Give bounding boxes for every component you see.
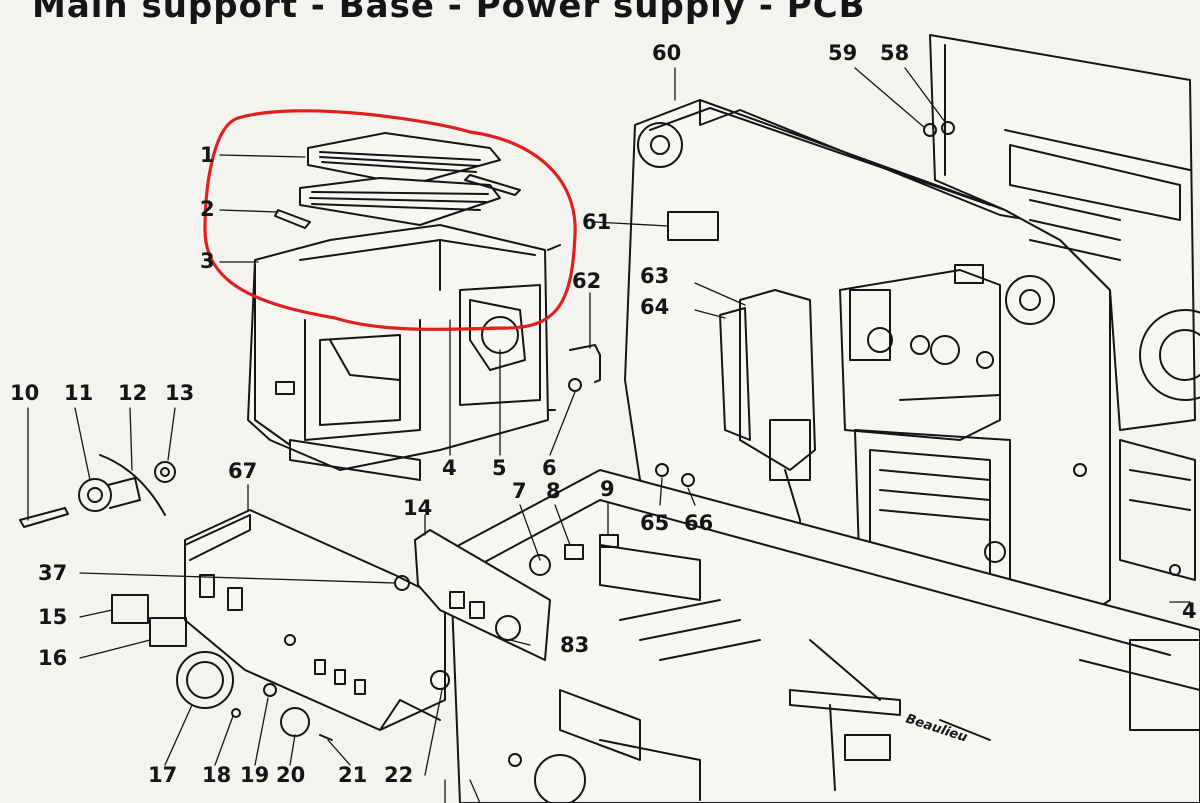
callout-9: 9: [600, 477, 615, 501]
callout-22: 22: [384, 763, 413, 787]
callout-66: 66: [684, 511, 713, 535]
callout-4-partial: 4: [1182, 599, 1197, 623]
callout-6: 6: [542, 456, 557, 480]
callout-2: 2: [200, 197, 215, 221]
reel-arm-assembly: [929, 34, 1200, 581]
callout-21: 21: [338, 763, 367, 787]
callout-59: 59: [828, 41, 857, 65]
leader-lines: [27, 67, 1191, 803]
callout-62: 62: [572, 269, 601, 293]
callout-63: 63: [640, 264, 669, 288]
heat-sink-assembly: [274, 132, 521, 229]
callout-58: 58: [880, 41, 909, 65]
callout-18: 18: [202, 763, 231, 787]
callout-7: 7: [512, 479, 527, 503]
power-supply-frame: [247, 224, 561, 481]
callout-17: 17: [148, 763, 177, 787]
callout-12: 12: [118, 381, 147, 405]
callout-4: 4: [442, 456, 457, 480]
callout-11: 11: [64, 381, 93, 405]
loose-parts: [19, 121, 955, 767]
diagram-title: Main support - Base - Power supply - PCB: [32, 0, 866, 26]
callout-13: 13: [165, 381, 194, 405]
callout-labels: 1 2 3 4 5 6 7 8 9 10 11 12 13 14 15 16 1…: [10, 41, 1197, 787]
callout-5: 5: [492, 456, 507, 480]
callout-20: 20: [276, 763, 305, 787]
callout-19: 19: [240, 763, 269, 787]
callout-67: 67: [228, 459, 257, 483]
pcb-bracket: [414, 529, 551, 661]
callout-60: 60: [652, 41, 681, 65]
callout-1: 1: [200, 143, 215, 167]
callout-61: 61: [582, 210, 611, 234]
base-plate: [449, 469, 1200, 803]
callout-3: 3: [200, 249, 215, 273]
callout-15: 15: [38, 605, 67, 629]
callout-10: 10: [10, 381, 39, 405]
callout-14: 14: [403, 496, 432, 520]
callout-16: 16: [38, 646, 67, 670]
callout-37: 37: [38, 561, 67, 585]
callout-83: 83: [560, 633, 589, 657]
control-panel: [184, 509, 446, 731]
highlight-circle: [203, 109, 577, 331]
callout-64: 64: [640, 295, 669, 319]
callout-65: 65: [640, 511, 669, 535]
callout-8: 8: [546, 479, 561, 503]
